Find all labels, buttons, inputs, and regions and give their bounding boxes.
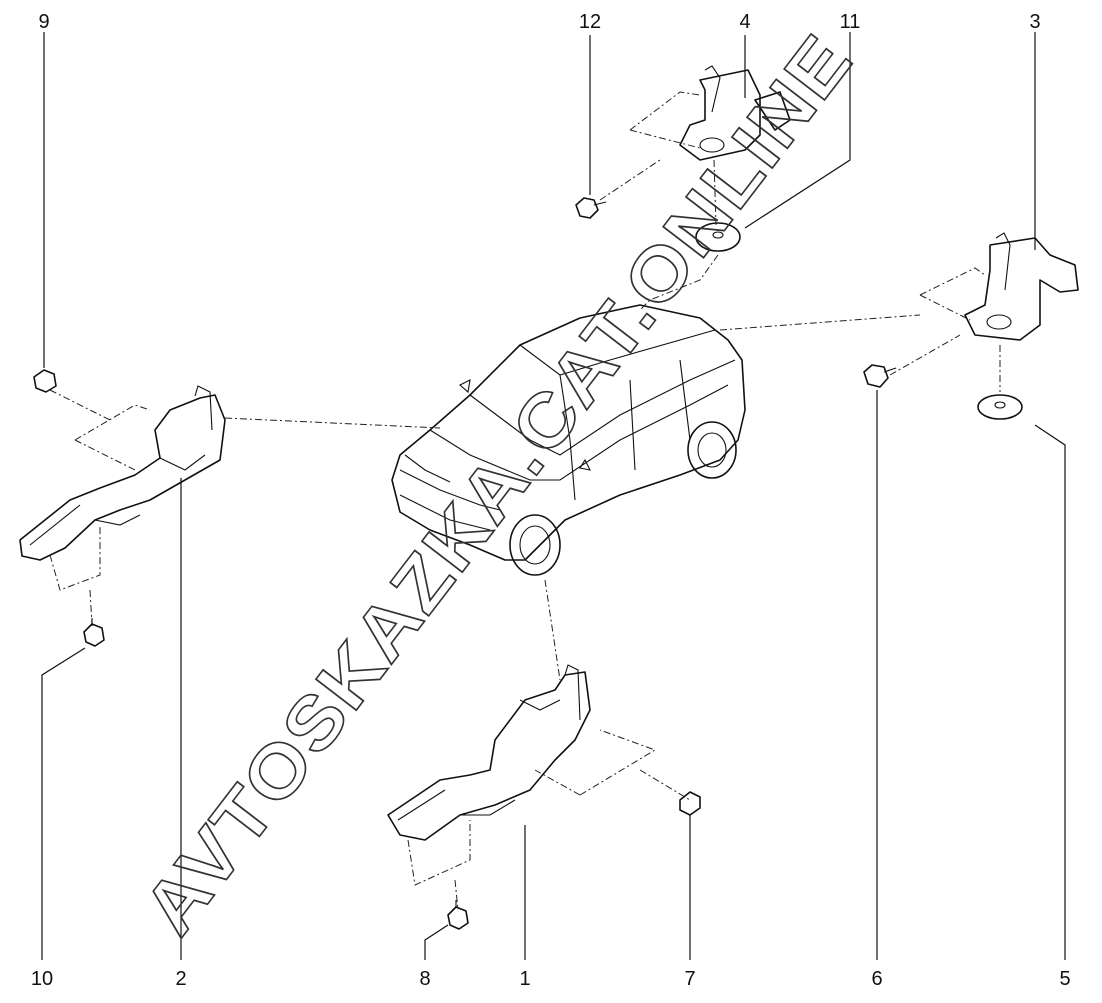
lower-hinge-part-1 [387, 579, 691, 911]
callout-10: 10 [31, 968, 53, 990]
callout-1: 1 [519, 968, 530, 990]
callout-7: 7 [684, 968, 695, 990]
callout-11: 11 [840, 11, 861, 33]
right-hinge-part-3 [719, 232, 1079, 376]
callout-labels: 9 12 4 11 3 10 2 8 1 7 6 5 [31, 11, 1071, 990]
callout-4: 4 [739, 11, 750, 33]
upper-hinge-part-4 [599, 65, 791, 201]
washer-11 [639, 159, 741, 311]
callout-12: 12 [579, 11, 601, 33]
callout-8: 8 [419, 968, 430, 990]
callout-5: 5 [1059, 968, 1070, 990]
washer-5 [977, 345, 1023, 420]
bolt-6 [863, 364, 897, 388]
callout-6: 6 [871, 968, 882, 990]
bolt-8 [447, 900, 469, 930]
bolt-7 [679, 791, 701, 816]
leader-lines [41, 32, 1066, 960]
callout-3: 3 [1029, 11, 1040, 33]
nut-9 [33, 369, 57, 393]
bolt-12 [575, 197, 607, 219]
callout-2: 2 [175, 968, 186, 990]
callout-9: 9 [38, 11, 49, 33]
bolt-10 [83, 618, 105, 647]
left-hinge-part-2 [19, 385, 441, 626]
car-body [391, 304, 746, 576]
